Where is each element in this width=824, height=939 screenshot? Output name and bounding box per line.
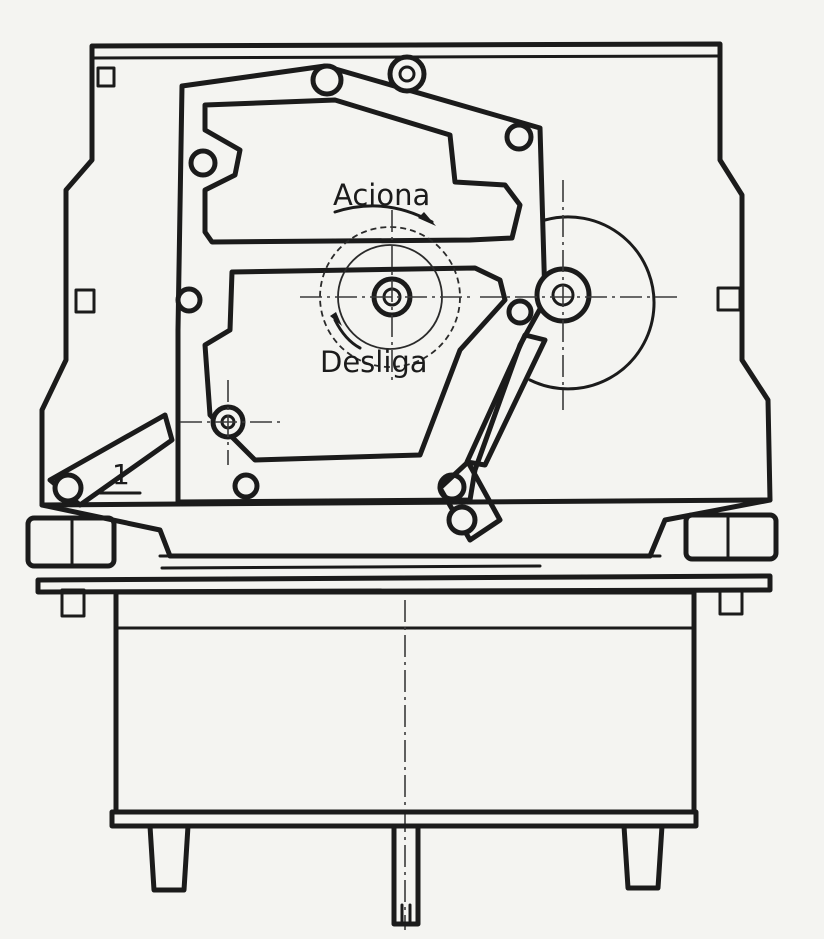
mounting-plate <box>35 573 773 595</box>
upper-cutout <box>202 97 523 245</box>
pivot-holes <box>175 54 534 502</box>
linkage-right <box>437 332 548 543</box>
linkage-left <box>47 412 175 508</box>
base-assembly <box>25 497 779 618</box>
inner-plate <box>175 63 548 505</box>
center-probe <box>391 823 421 927</box>
lower-body <box>109 589 699 930</box>
lower-cutout <box>202 265 508 463</box>
right-nut <box>683 512 779 562</box>
direction-arrows <box>330 204 436 350</box>
housing-frame <box>39 41 773 508</box>
left-slot-top <box>96 66 116 88</box>
disengage-label: Desliga <box>320 345 428 379</box>
right-foot <box>621 823 665 891</box>
engage-label: Aciona <box>333 178 430 212</box>
disengage-arrow <box>333 318 362 350</box>
right-bolt <box>718 588 744 616</box>
left-foot <box>147 823 191 893</box>
left-slot <box>74 288 96 314</box>
part-number-label: 1 <box>112 458 130 491</box>
right-slot <box>716 286 742 312</box>
rotary-disc <box>480 180 680 410</box>
central-shaft <box>300 210 470 380</box>
